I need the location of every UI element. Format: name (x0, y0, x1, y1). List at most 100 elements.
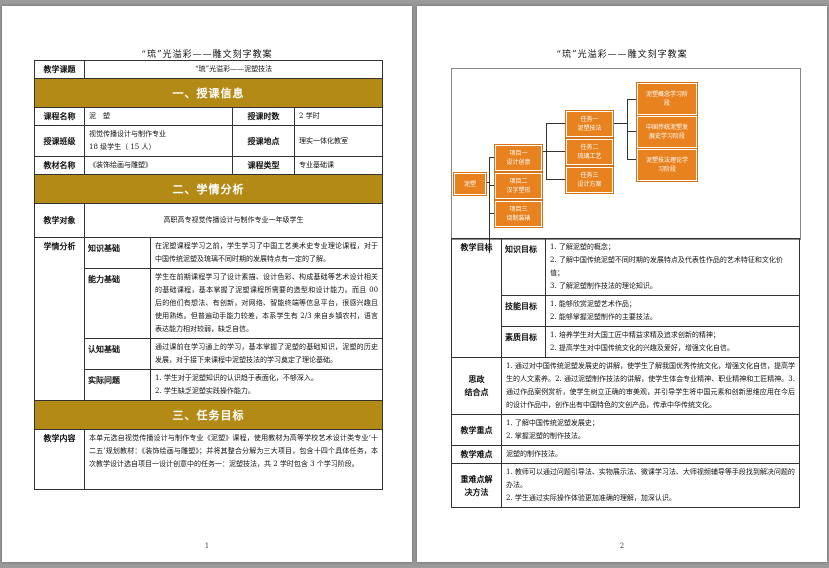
content-label: 教学内容 (34, 429, 85, 490)
list-item: 1. 培养学生对大国工匠中精益求精及追求创新的精神； (550, 331, 720, 339)
analysis-label: 学情分析 (34, 237, 85, 401)
problem-label: 实际问题 (84, 369, 151, 401)
ideology-text: 1. 通过对中国传统泥塑发展史的讲解，使学生了解我国优秀传统文化，增强文化自信，… (501, 357, 800, 415)
page-1: “琉”光溢彩——雕文刻字教案 教学课题 “琉”光溢彩——泥塑技法 一、授课信息 … (2, 6, 412, 562)
list-item: 3. 了解泥塑制作技法的理论知识。 (550, 282, 657, 290)
quality-goal-list: 1. 培养学生对大国工匠中精益求精及追求创新的精神； 2. 提高学生对中国传统文… (545, 326, 800, 358)
section-title: 三、任务目标 (33, 400, 384, 430)
section-title: 一、授课信息 (33, 78, 384, 108)
diagram-project-3: 项目三烧制装裱 (494, 200, 543, 228)
ideology-label: 思政结合点 (451, 357, 502, 415)
class-label: 授课班级 (34, 125, 85, 157)
key-point-list: 1. 了解中国传统泥塑发展史； 2. 掌握泥塑的制作技法。 (501, 414, 800, 446)
label-line: 重难点解 (460, 474, 493, 484)
course-name-label: 课程名称 (34, 107, 85, 126)
solution-list: 1. 教师可以通过问题引导法、实物展示法、微课学习法、大师视频辅导等手段找到解决… (501, 463, 800, 508)
ability-label: 能力基础 (84, 268, 151, 339)
place: 理实一体化教室 (293, 125, 384, 157)
page-number: 1 (204, 542, 210, 550)
diagram-stage-2: 中国传统泥塑发展史学习阶段 (636, 115, 698, 149)
node-label: 任务一 (580, 116, 599, 123)
diagram-task-3: 任务三设计方案 (565, 166, 614, 194)
knowledge-label: 知识基础 (84, 237, 151, 269)
lesson-info-table: 教学课题 “琉”光溢彩——泥塑技法 一、授课信息 课程名称 泥 塑 授课时数 2… (33, 60, 384, 490)
diagram-stage-3: 泥塑技法理论学习阶段 (636, 148, 698, 182)
class-line: 视觉传播设计与制作专业 (89, 130, 166, 138)
skill-goal-label: 技能目标 (501, 295, 546, 327)
diagram-root-node: 泥塑 (453, 172, 487, 196)
page-header: “琉”光溢彩——雕文刻字教案 (556, 50, 688, 60)
label-line: 思政 (468, 375, 485, 384)
node-label: 任务二 (580, 144, 599, 151)
node-label: 设计方案 (577, 181, 602, 188)
knowledge-goal-list: 1. 了解泥塑的概念； 2. 了解中国传统泥塑不同时期的发展特点及代表性作品的艺… (545, 238, 800, 296)
page-2: “琉”光溢彩——雕文刻字教案 泥塑 项目一设计创意 项目二汉字塑形 项目三烧制装… (417, 6, 827, 562)
list-item: 1. 能够欣赏泥塑艺术作品； (550, 300, 636, 308)
node-label: 泥塑技法 (577, 125, 602, 132)
node-label: 烧制装裱 (506, 215, 531, 222)
course-topic: “琉”光溢彩——泥塑技法 (83, 60, 384, 79)
node-label: 设计创意 (506, 159, 531, 166)
object-label: 教学对象 (34, 203, 85, 238)
course-type: 专业基础课 (293, 156, 384, 175)
key-point-label: 教学重点 (451, 414, 502, 446)
page-number: 2 (619, 542, 625, 550)
list-item: 1. 学生对于泥塑知识的认识趋于表面化，不够深入。 (155, 374, 318, 382)
ability-text: 学生在前期课程学习了设计素描、设计色彩、构成基础等艺术设计相关的基础课程，基本掌… (149, 268, 384, 339)
label-line: 结合点 (464, 388, 489, 397)
class-info: 视觉传播设计与制作专业 18 级学生（ 15 人） (84, 125, 233, 157)
node-label: 琉璃工艺 (577, 153, 602, 160)
list-item: 2. 掌握泥塑的制作技法。 (506, 432, 585, 440)
project-structure-diagram: 泥塑 项目一设计创意 项目二汉字塑形 项目三烧制装裱 任务一泥塑技法 任务二琉璃… (451, 68, 801, 253)
node-label: 任务三 (580, 172, 599, 179)
goal-label: 教学目标 (451, 238, 502, 358)
node-label: 习阶段 (657, 166, 676, 173)
place-label: 授课地点 (232, 125, 295, 157)
list-item: 2. 学生缺乏泥塑实践操作能力。 (155, 387, 255, 395)
quality-goal-label: 素质目标 (501, 326, 546, 358)
node-label: 中国传统泥塑发 (645, 124, 688, 131)
teaching-goal-table: 教学目标 知识目标 1. 了解泥塑的概念； 2. 了解中国传统泥塑不同时期的发展… (451, 238, 800, 508)
cognition-label: 认知基础 (84, 338, 151, 370)
knowledge-goal-label: 知识目标 (501, 238, 546, 296)
difficulty-text: 泥塑的制作技法。 (501, 445, 800, 464)
hours: 2 学时 (293, 107, 384, 126)
list-item: 1. 了解泥塑的概念； (550, 243, 615, 251)
label-line: 决方法 (464, 487, 489, 497)
course-topic-label: 教学课题 (34, 60, 85, 79)
node-label: 汉字塑形 (506, 187, 531, 194)
textbook: 《装饰绘画与雕塑》 (84, 156, 233, 175)
diagram-task-2: 任务二琉璃工艺 (565, 138, 614, 166)
teaching-object: 高职高专视觉传播设计与制作专业一年级学生 (83, 203, 384, 238)
page-header: “琉”光溢彩——雕文刻字教案 (141, 50, 273, 60)
class-line: 18 级学生（ 15 人） (89, 143, 156, 151)
skill-goal-list: 1. 能够欣赏泥塑艺术作品； 2. 能够掌握泥塑制作的主要技法。 (545, 295, 800, 327)
node-label: 泥塑技法理论学 (645, 157, 688, 164)
solution-label: 重难点解决方法 (451, 463, 502, 508)
list-item: 2. 能够掌握泥塑制作的主要技法。 (550, 313, 657, 321)
diagram-stage-1: 泥塑概念学习阶段 (636, 82, 698, 116)
diagram-project-2: 项目二汉字塑形 (494, 172, 543, 200)
textbook-label: 教材名称 (34, 156, 85, 175)
difficulty-label: 教学难点 (451, 445, 502, 464)
node-label: 泥塑 (463, 180, 476, 188)
node-label: 段 (663, 100, 670, 107)
list-item: 2. 了解中国传统泥塑不同时期的发展特点及代表性作品的艺术特征和文化价值； (550, 256, 783, 277)
node-label: 泥塑概念学习阶 (645, 91, 688, 98)
knowledge-text: 在泥塑课程学习之前，学生学习了中国工艺美术史专业理论课程，对于中国传统泥塑及琉璃… (149, 237, 384, 269)
section-title: 二、学情分析 (33, 174, 384, 204)
problem-list: 1. 学生对于泥塑知识的认识趋于表面化，不够深入。 2. 学生缺乏泥塑实践操作能… (149, 369, 384, 401)
node-label: 展史学习阶段 (648, 133, 685, 140)
node-label: 项目三 (509, 206, 528, 213)
type-label: 课程类型 (232, 156, 295, 175)
list-item: 2. 提高学生对中国传统文化的兴趣及爱好，增强文化自信。 (550, 344, 734, 352)
content-text: 本单元选自视觉传播设计与制作专业《泥塑》课程，使用教材为高等学校艺术设计类专业‘… (83, 429, 384, 490)
hours-label: 授课时数 (232, 107, 295, 126)
list-item: 1. 了解中国传统泥塑发展史； (506, 419, 599, 427)
node-label: 项目二 (509, 178, 528, 185)
list-item: 2. 学生通过实际操作体验更加准确的理解，加深认识。 (506, 494, 676, 502)
diagram-project-1: 项目一设计创意 (494, 144, 543, 172)
cognition-text: 通过课前在学习通上的学习，基本掌握了泥塑的基础知识，泥塑的历史发展，对于接下来课… (149, 338, 384, 370)
diagram-task-1: 任务一泥塑技法 (565, 110, 614, 138)
node-label: 项目一 (509, 150, 528, 157)
